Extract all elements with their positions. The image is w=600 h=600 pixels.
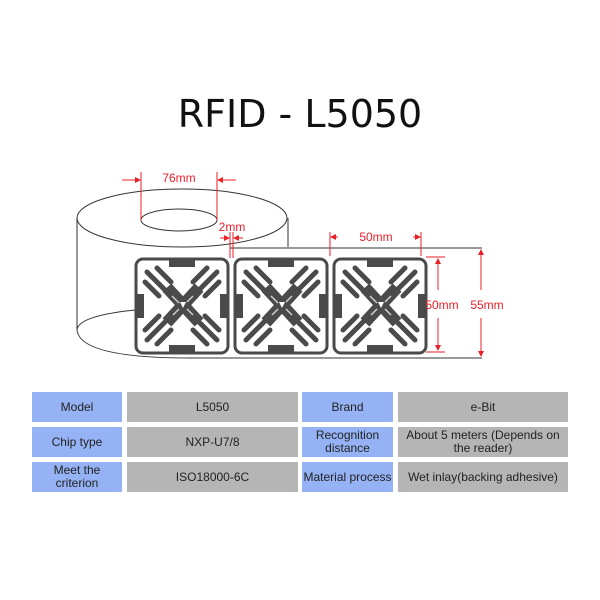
spec-value-model: L5050 <box>127 392 298 422</box>
spec-table: Model L5050 Brand e-Bit Chip type NXP-U7… <box>32 392 568 497</box>
spec-label-chip-type: Chip type <box>32 427 122 457</box>
spec-label-model: Model <box>32 392 122 422</box>
rfid-inlay-1 <box>136 259 228 353</box>
core-diameter-label: 76mm <box>162 171 195 185</box>
label-height-label: 50mm <box>425 298 458 312</box>
rfid-inlay-2 <box>235 259 327 353</box>
spec-value-recognition-distance: About 5 meters (Depends on the reader) <box>398 427 568 457</box>
label-width-label: 50mm <box>359 230 392 244</box>
dimension-core-diameter <box>122 172 236 220</box>
spec-row: Meet the criterion ISO18000-6C Material … <box>32 462 568 492</box>
spec-label-material-process: Material process <box>302 462 393 492</box>
liner-height-label: 55mm <box>470 298 503 312</box>
dimension-label-height <box>426 256 445 353</box>
spec-label-criterion: Meet the criterion <box>32 462 122 492</box>
gap-label: 2mm <box>219 220 246 234</box>
spec-value-criterion: ISO18000-6C <box>127 462 298 492</box>
page-title: RFID - L5050 <box>177 92 423 136</box>
spec-value-chip-type: NXP-U7/8 <box>127 427 298 457</box>
spec-value-material-process: Wet inlay(backing adhesive) <box>398 462 568 492</box>
spec-row: Model L5050 Brand e-Bit <box>32 392 568 422</box>
spec-value-brand: e-Bit <box>398 392 568 422</box>
spec-label-brand: Brand <box>302 392 393 422</box>
rfid-inlay-3 <box>334 259 426 353</box>
dimension-label-width <box>329 232 422 256</box>
liner-strip <box>190 247 482 359</box>
spec-label-recognition-distance: Recognition distance <box>302 427 393 457</box>
dimension-gap <box>220 232 243 258</box>
spec-row: Chip type NXP-U7/8 Recognition distance … <box>32 427 568 457</box>
